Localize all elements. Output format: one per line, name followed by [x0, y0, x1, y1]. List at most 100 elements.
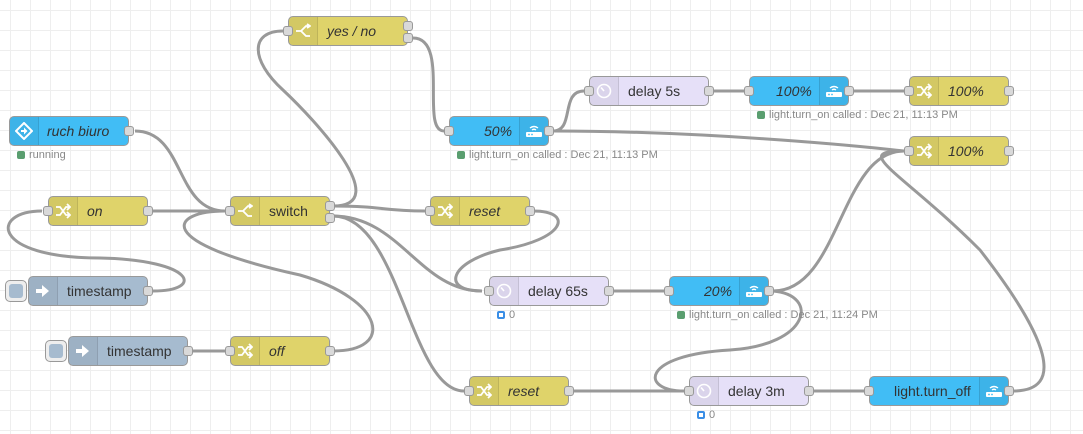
- change-node-on[interactable]: on: [43, 196, 153, 226]
- wire[interactable]: [332, 204, 426, 213]
- wire[interactable]: [134, 129, 226, 213]
- output-port[interactable]: [143, 206, 153, 216]
- wire[interactable]: [653, 289, 803, 393]
- output-port[interactable]: [1004, 86, 1014, 96]
- node-label: reset: [508, 383, 540, 399]
- input-port[interactable]: [904, 146, 914, 156]
- node-label: 100%: [948, 83, 984, 99]
- input-port[interactable]: [864, 386, 874, 396]
- call-service-node-20[interactable]: 20%: [664, 276, 774, 306]
- wire[interactable]: [182, 209, 375, 353]
- node-label: timestamp: [107, 343, 172, 359]
- node-label: 20%: [704, 283, 733, 299]
- router-icon: [819, 77, 848, 105]
- wire[interactable]: [552, 89, 585, 133]
- inject-node-timestamp[interactable]: timestamp: [28, 276, 153, 306]
- call-service-node-turn-off[interactable]: light.turn_off: [864, 376, 1014, 406]
- change-node-reset[interactable]: reset: [425, 196, 535, 226]
- events-state-icon: [10, 117, 39, 145]
- switch-icon: [231, 197, 260, 225]
- input-port[interactable]: [904, 86, 914, 96]
- output-port[interactable]: [844, 86, 854, 96]
- output-port[interactable]: [325, 213, 335, 223]
- delay-node-5s[interactable]: delay 5s: [584, 76, 714, 106]
- output-port[interactable]: [804, 386, 814, 396]
- output-port[interactable]: [403, 33, 413, 43]
- wire[interactable]: [880, 149, 1046, 393]
- output-port[interactable]: [704, 86, 714, 96]
- node-label: delay 5s: [628, 83, 681, 99]
- node-label: 100%: [776, 83, 812, 99]
- node-label: off: [269, 343, 285, 359]
- input-port[interactable]: [225, 206, 235, 216]
- node-status-20: light.turn_on called : Dec 21, 11:24 PM: [677, 309, 878, 321]
- switch-node-yes-no[interactable]: yes / no: [283, 16, 413, 46]
- change-node-off[interactable]: off: [225, 336, 335, 366]
- output-port[interactable]: [143, 286, 153, 296]
- shuffle-icon: [231, 337, 260, 365]
- inject-button[interactable]: [5, 280, 27, 302]
- input-port[interactable]: [664, 286, 674, 296]
- wire[interactable]: [412, 36, 445, 133]
- router-icon: [979, 377, 1008, 405]
- inject-node-timestamp[interactable]: timestamp: [68, 336, 193, 366]
- input-port[interactable]: [225, 346, 235, 356]
- wire[interactable]: [454, 209, 560, 293]
- output-port[interactable]: [764, 286, 774, 296]
- events-state-node-ruch-biuro[interactable]: ruch biuro: [9, 116, 134, 146]
- wire[interactable]: [772, 149, 905, 293]
- switch-node-switch[interactable]: switch: [225, 196, 335, 226]
- delay-node-65s[interactable]: delay 65s: [484, 276, 614, 306]
- inject-button[interactable]: [45, 340, 67, 362]
- input-port[interactable]: [744, 86, 754, 96]
- output-port[interactable]: [124, 126, 134, 136]
- delay-node-3m[interactable]: delay 3m: [684, 376, 814, 406]
- node-label: delay 3m: [728, 383, 785, 399]
- input-port[interactable]: [43, 206, 53, 216]
- node-status-delay-65s: 0: [497, 309, 515, 321]
- switch-icon: [289, 17, 318, 45]
- output-port[interactable]: [564, 386, 574, 396]
- output-port[interactable]: [403, 21, 413, 31]
- output-port[interactable]: [525, 206, 535, 216]
- status-text: light.turn_on called : Dec 21, 11:13 PM: [469, 149, 658, 161]
- status-dot: [457, 151, 465, 159]
- shuffle-icon: [470, 377, 499, 405]
- wire[interactable]: [6, 209, 186, 293]
- call-service-node-50[interactable]: 50%: [444, 116, 554, 146]
- node-label: delay 65s: [528, 283, 588, 299]
- change-node-100[interactable]: 100%: [904, 76, 1014, 106]
- output-port[interactable]: [604, 286, 614, 296]
- input-port[interactable]: [584, 86, 594, 96]
- node-status-50: light.turn_on called : Dec 21, 11:13 PM: [457, 149, 658, 161]
- output-port[interactable]: [325, 346, 335, 356]
- status-text: light.turn_on called : Dec 21, 11:24 PM: [689, 309, 878, 321]
- wire[interactable]: [552, 129, 905, 153]
- wire[interactable]: [332, 214, 465, 393]
- arrow-right-icon: [69, 337, 98, 365]
- input-port[interactable]: [283, 26, 293, 36]
- change-node-reset[interactable]: reset: [464, 376, 574, 406]
- wire[interactable]: [332, 214, 483, 293]
- wire[interactable]: [256, 29, 358, 208]
- input-port[interactable]: [464, 386, 474, 396]
- input-port[interactable]: [425, 206, 435, 216]
- node-status-delay-3m: 0: [697, 409, 715, 421]
- status-text: running: [29, 149, 66, 161]
- change-node-100[interactable]: 100%: [904, 136, 1014, 166]
- call-service-node-100[interactable]: 100%: [744, 76, 854, 106]
- input-port[interactable]: [484, 286, 494, 296]
- node-status-100: light.turn_on called : Dec 21, 11:13 PM: [757, 109, 958, 121]
- node-label: yes / no: [327, 23, 377, 39]
- status-text: 0: [509, 309, 516, 321]
- output-port[interactable]: [325, 201, 335, 211]
- output-port[interactable]: [1004, 146, 1014, 156]
- output-port[interactable]: [1004, 386, 1014, 396]
- output-port[interactable]: [544, 126, 554, 136]
- input-port[interactable]: [444, 126, 454, 136]
- output-port[interactable]: [183, 346, 193, 356]
- input-port[interactable]: [684, 386, 694, 396]
- status-dot: [757, 111, 765, 119]
- clock-icon: [490, 277, 519, 305]
- router-icon: [739, 277, 768, 305]
